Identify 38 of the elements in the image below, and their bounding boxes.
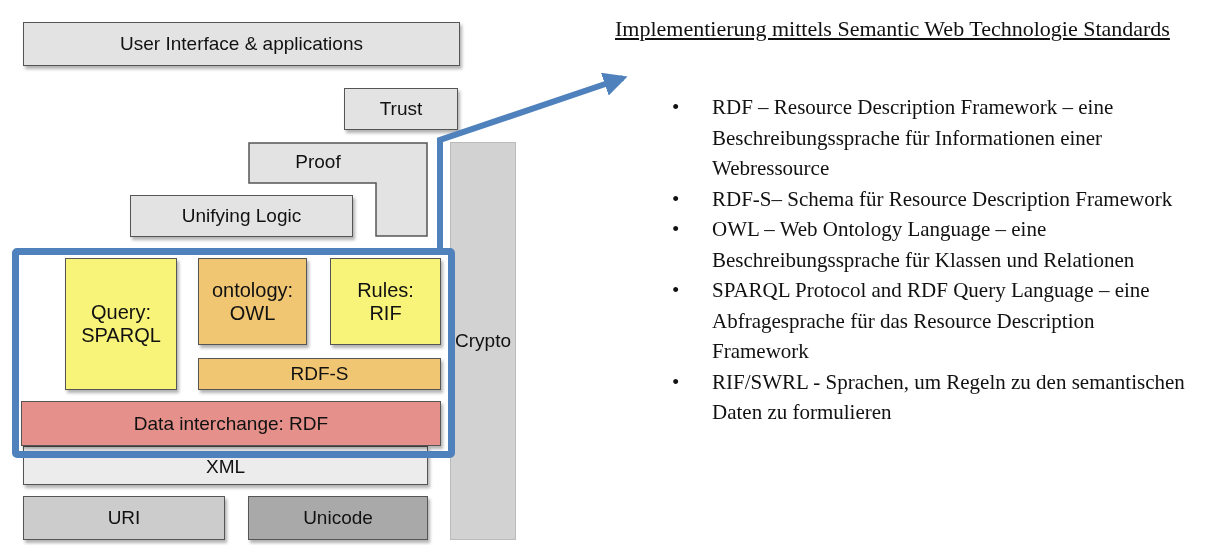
- layer-label: Query: SPARQL: [80, 301, 162, 347]
- bullet-text: RDF-S– Schema für Resource Description Framework: [712, 186, 1173, 211]
- layer-label: Proof: [295, 151, 341, 173]
- layer-box: [198, 358, 441, 390]
- layer-box: [65, 258, 177, 390]
- bullet-marker: •: [672, 94, 680, 121]
- layer-box: [23, 22, 460, 66]
- layer-box: [23, 496, 225, 540]
- heading-text: Implementierung mittels Semantic Web Technologie Standards: [615, 14, 1205, 76]
- bullet-text: RIF/SWRL - Sprachen, um Regeln zu den semantischen Daten zu formulieren: [712, 369, 1185, 424]
- layer-box: [248, 142, 428, 237]
- layer-label: RDF-S: [290, 363, 349, 385]
- layer-label: Trust: [379, 98, 423, 120]
- layer-box: [198, 258, 307, 345]
- layer-box: [130, 195, 353, 237]
- layer-label: User Interface & applications: [120, 33, 363, 55]
- bullet-marker: •: [672, 277, 680, 304]
- arrow: [437, 72, 628, 248]
- layer-label: Rules: RIF: [356, 278, 415, 325]
- bullet-marker: •: [672, 185, 680, 213]
- layer-label: Crypto: [455, 330, 511, 352]
- layer-label: ontology: OWL: [210, 278, 295, 325]
- bullet-text: OWL – Web Ontology Language – eine Beschreibungssprache für Klassen und Relationen: [712, 217, 1135, 272]
- bullet-marker: •: [672, 368, 680, 396]
- bullet-marker: •: [672, 216, 680, 243]
- highlight-frame: [12, 248, 455, 458]
- layer-label: URI: [107, 507, 141, 529]
- bullet-text: RDF – Resource Description Framework – eine Beschreibungssprache für Informationen einer Webressource: [712, 95, 1114, 180]
- layer-label: Unifying Logic: [181, 205, 302, 227]
- layer-box: [330, 258, 441, 345]
- bullet-text: SPARQL Protocol and RDF Query Language – eine Abfragesprache für das Resource Description Framework: [712, 278, 1150, 363]
- layer-box: [248, 496, 428, 540]
- layer-label: Data interchange: RDF: [133, 412, 329, 435]
- layer-box: [450, 142, 516, 540]
- layer-label: XML: [205, 456, 246, 478]
- layer-box: [21, 401, 441, 446]
- layer-box: [344, 88, 458, 130]
- layer-label: Unicode: [303, 507, 373, 529]
